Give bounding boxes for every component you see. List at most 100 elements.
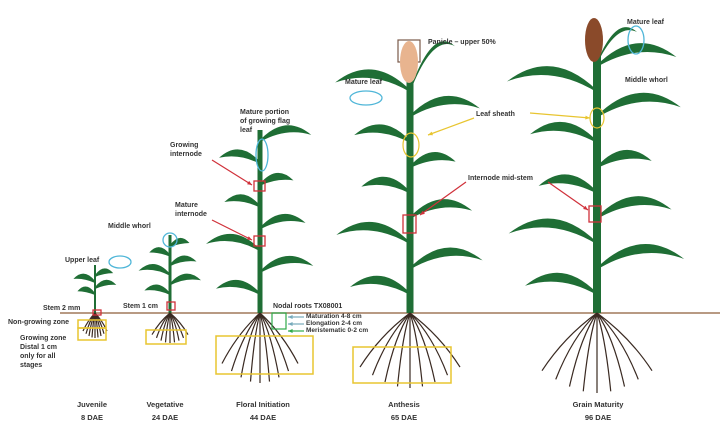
stem — [406, 80, 414, 313]
arrow-line — [547, 181, 589, 211]
stage-name: Floral Initiation — [236, 400, 290, 409]
root — [249, 312, 261, 382]
leaf — [219, 149, 260, 164]
label-maturation: Maturation 4-8 cm — [306, 313, 362, 320]
stage-dae: 65 DAE — [390, 413, 418, 422]
label-stem-2mm: Stem 2 mm — [43, 305, 81, 312]
leaf — [350, 275, 410, 295]
label-upper-leaf: Upper leaf — [65, 257, 100, 264]
cyan-marker-ellipse — [627, 25, 645, 55]
label-growing-internode: Growing internode — [170, 141, 202, 159]
root — [582, 312, 598, 392]
leaf — [361, 176, 410, 194]
leaf — [73, 273, 95, 283]
growing-zone-line: stages — [20, 362, 43, 369]
root — [596, 312, 612, 392]
arrow-line — [211, 159, 253, 186]
leaf — [216, 279, 260, 295]
arrow-line — [427, 117, 475, 136]
yellow-zone-box — [215, 335, 314, 375]
arrow-head — [583, 205, 588, 210]
leaf — [538, 174, 597, 194]
leaf — [149, 247, 170, 257]
stem — [593, 55, 601, 313]
leaf — [260, 213, 306, 230]
root — [259, 312, 290, 372]
leaf — [170, 237, 190, 247]
leaf — [335, 69, 410, 92]
label-elongation: Elongation 2-4 cm — [306, 320, 362, 327]
leaf — [95, 268, 114, 277]
red-marker-box — [166, 301, 176, 311]
leaf — [77, 286, 95, 295]
label-internode-mid-stem: Internode mid-stem — [468, 175, 533, 182]
stem — [257, 130, 263, 313]
leaf — [336, 221, 410, 245]
label-middle-whorl: Middle whorl — [108, 223, 151, 230]
label-line: internode — [175, 211, 207, 218]
arrow-head — [247, 236, 252, 240]
arrow-line — [529, 112, 591, 119]
root — [169, 312, 189, 335]
red-marker-box — [253, 180, 266, 192]
label-non-growing-zone: Non-growing zone — [8, 319, 70, 326]
arrow-head — [585, 115, 590, 120]
label-middle-whorl-grain: Middle whorl — [625, 77, 668, 84]
leaf — [597, 244, 685, 270]
label-panicle: Panicle – upper 50% — [428, 39, 496, 46]
root — [359, 312, 411, 368]
panicle-anthesis — [400, 41, 418, 83]
leaf — [260, 172, 294, 186]
arrow-head — [420, 210, 425, 215]
yellow-marker-ellipse — [402, 132, 420, 158]
leaf — [410, 151, 456, 169]
leaf — [260, 255, 314, 274]
leaf — [205, 233, 260, 252]
label-root-zones: Maturation 4-8 cm Elongation 2-4 cm Meri… — [306, 313, 368, 334]
red-marker-box — [92, 309, 102, 316]
label-stem-1cm: Stem 1 cm — [123, 303, 159, 310]
root — [596, 312, 653, 372]
leaf — [170, 255, 197, 267]
leaf — [597, 92, 681, 118]
stage-dae: 96 DAE — [584, 413, 612, 422]
yellow-zone-box — [352, 346, 452, 384]
stage-name: Vegetative — [146, 400, 184, 409]
cyan-marker-ellipse — [162, 232, 178, 248]
label-nodal-roots: Nodal roots TX08001 — [273, 303, 343, 310]
root — [596, 312, 639, 380]
root — [409, 312, 424, 387]
leaf — [144, 284, 170, 295]
label-line: of growing flag — [240, 118, 291, 125]
stage-name: Juvenile — [76, 400, 107, 409]
root — [596, 312, 626, 387]
green-root-zone-box — [271, 312, 287, 330]
label-line: Mature portion — [240, 109, 289, 116]
yellow-zone-box — [145, 329, 187, 345]
leaf — [410, 247, 483, 270]
label-line: Growing — [170, 142, 199, 149]
label-line: internode — [170, 151, 202, 158]
leaf — [95, 279, 117, 289]
leaf — [597, 43, 677, 67]
label-growing-zone: Growing zone Distal 1 cm only for all st… — [20, 334, 66, 370]
arrow-head — [247, 180, 252, 185]
root — [240, 312, 261, 378]
leaf — [597, 149, 652, 169]
red-marker-box — [402, 214, 417, 234]
leaf — [525, 272, 597, 295]
label-meristematic: Meristematic 0-2 cm — [306, 327, 369, 334]
growing-zone-line: Distal 1 cm — [20, 344, 57, 351]
arrow-head — [288, 315, 293, 319]
leaf — [508, 218, 597, 245]
leaf — [354, 124, 410, 143]
root — [259, 312, 280, 378]
arrow-line — [211, 219, 253, 241]
leaf — [597, 27, 637, 64]
